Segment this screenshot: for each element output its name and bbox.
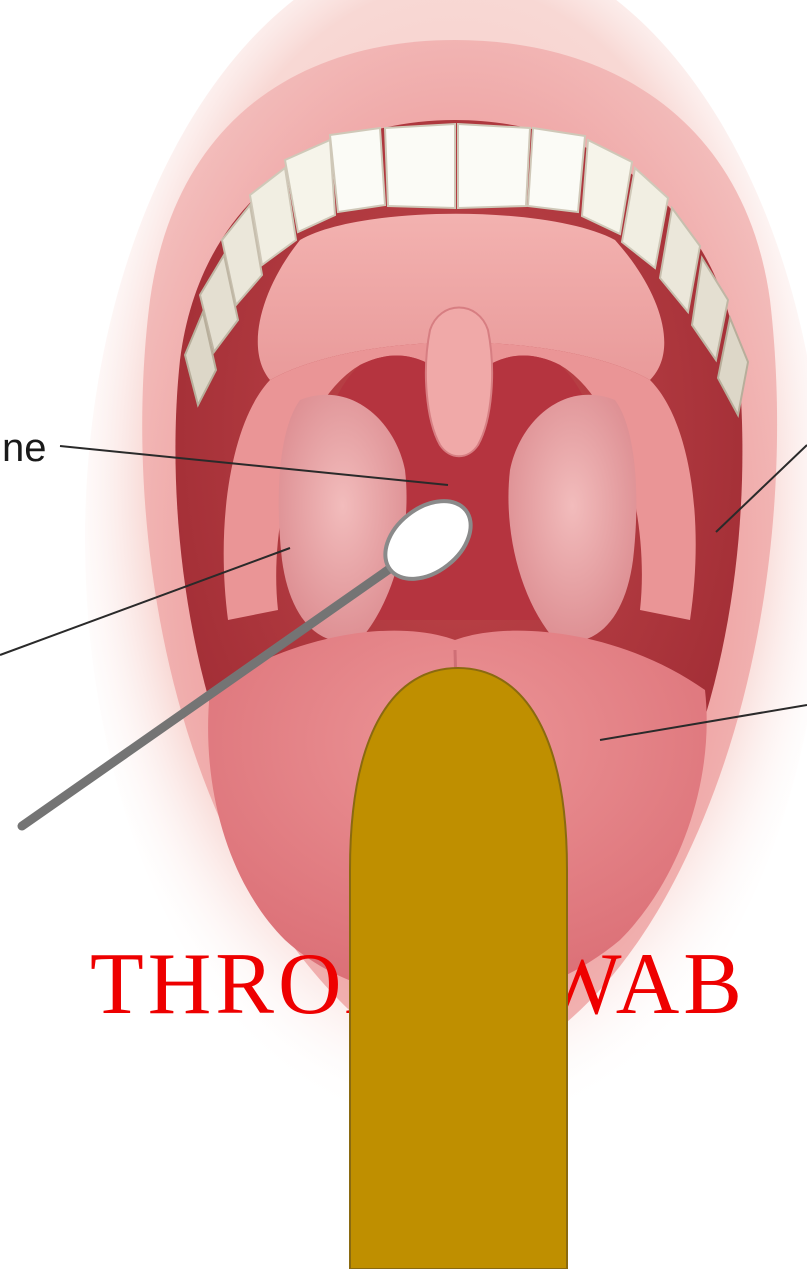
pharynx-label-partial: ne <box>2 426 47 470</box>
tongue-depressor[interactable] <box>350 668 567 1269</box>
uvula <box>426 308 492 457</box>
